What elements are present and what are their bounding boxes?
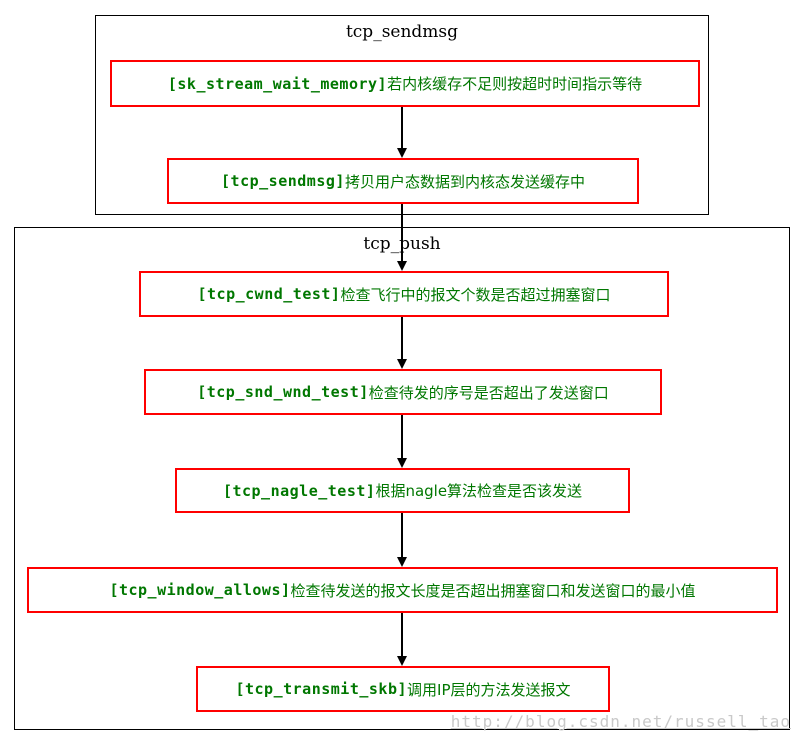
node-description: 若内核缓存不足则按超时时间指示等待 — [387, 75, 643, 93]
function-name-label: [tcp_window_allows] — [109, 581, 291, 599]
node-tcp-snd-wnd-test: [tcp_snd_wnd_test]检查待发的序号是否超出了发送窗口 — [144, 369, 662, 415]
function-name-label: [tcp_cwnd_test] — [197, 285, 341, 303]
container-title-tcp-sendmsg: tcp_sendmsg — [345, 22, 459, 42]
function-name-label: [sk_stream_wait_memory] — [167, 74, 388, 93]
node-tcp-transmit-skb: [tcp_transmit_skb]调用IP层的方法发送报文 — [196, 666, 610, 712]
node-description: 拷贝用户态数据到内核态发送缓存中 — [344, 172, 585, 191]
down-arrow-icon — [401, 107, 403, 156]
down-arrow-icon — [401, 415, 403, 466]
node-description: 根据nagle算法检查是否该发送 — [375, 482, 583, 500]
node-tcp-sendmsg: [tcp_sendmsg]拷贝用户态数据到内核态发送缓存中 — [167, 158, 639, 204]
node-description: 调用IP层的方法发送报文 — [407, 680, 571, 699]
down-arrow-icon — [401, 513, 403, 565]
down-arrow-icon — [401, 204, 403, 269]
function-name-label: [tcp_nagle_test] — [222, 481, 376, 500]
node-description: 检查待发的序号是否超出了发送窗口 — [368, 383, 609, 402]
node-tcp-cwnd-test: [tcp_cwnd_test]检查飞行中的报文个数是否超过拥塞窗口 — [139, 271, 669, 317]
node-description: 检查待发送的报文长度是否超出拥塞窗口和发送窗口的最小值 — [290, 581, 696, 600]
node-sk-stream-wait-memory: [sk_stream_wait_memory]若内核缓存不足则按超时时间指示等待 — [110, 60, 700, 107]
down-arrow-icon — [401, 317, 403, 367]
function-name-label: [tcp_transmit_skb] — [235, 680, 408, 698]
node-tcp-nagle-test: [tcp_nagle_test]根据nagle算法检查是否该发送 — [175, 468, 630, 513]
node-description: 检查飞行中的报文个数是否超过拥塞窗口 — [340, 285, 611, 304]
function-name-label: [tcp_snd_wnd_test] — [197, 383, 369, 401]
node-tcp-window-allows: [tcp_window_allows]检查待发送的报文长度是否超出拥塞窗口和发送… — [27, 567, 778, 613]
watermark-text: http://blog.csdn.net/russell_tao — [450, 712, 791, 731]
down-arrow-icon — [401, 613, 403, 664]
function-name-label: [tcp_sendmsg] — [221, 172, 345, 190]
